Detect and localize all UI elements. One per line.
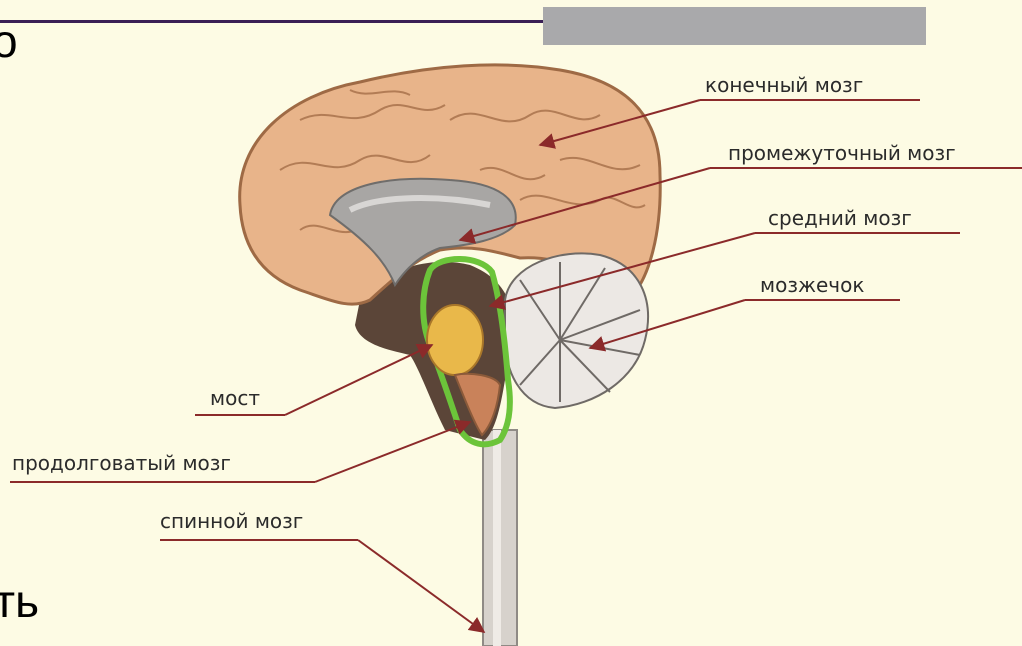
label-text: мозжечок [760,273,864,297]
label-text: промежуточный мозг [728,141,956,165]
label-text: продолговатый мозг [12,451,231,475]
pons-shape [427,305,483,375]
label-text: спинной мозг [160,509,303,533]
label-text: средний мозг [768,206,912,230]
label-text: мост [210,386,260,410]
label-medulla: продолговатый мозг [10,422,470,482]
label-spinal-cord: спинной мозг [160,509,484,632]
cerebellum-shape [505,253,648,408]
label-pons: мост [195,345,432,415]
label-text: конечный мозг [705,73,863,97]
